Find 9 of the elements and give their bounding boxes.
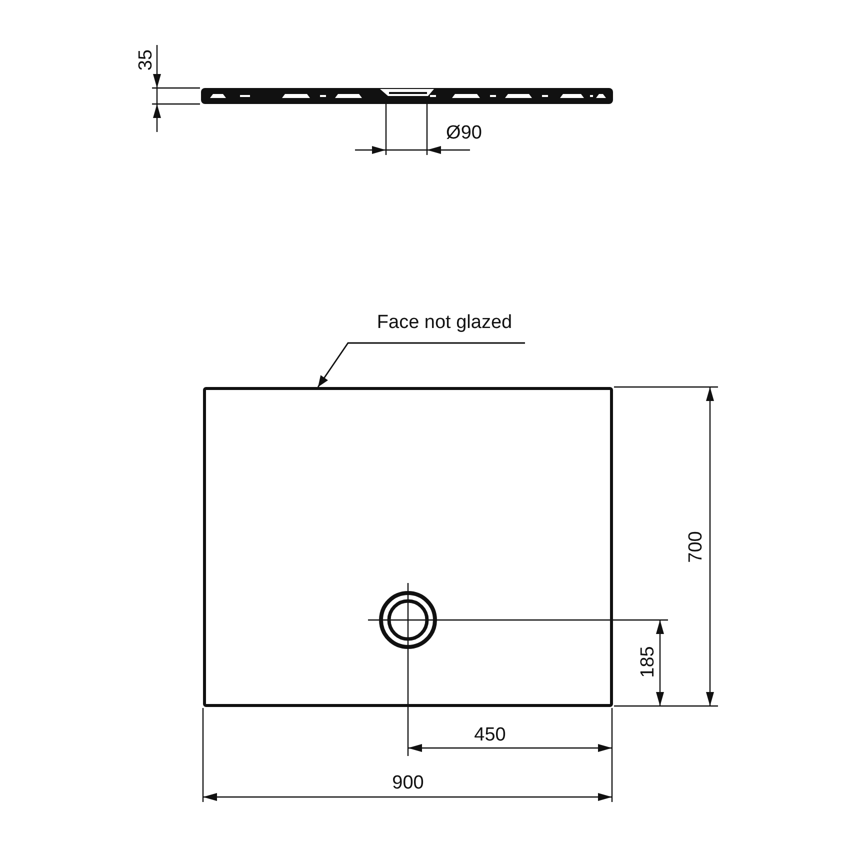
shower-tray-outline [203,387,613,707]
dimension-label: 450 [474,726,506,744]
dimension-label: Ø90 [446,124,482,142]
dimension-label: 185 [638,646,658,678]
dimension-label: 35 [136,49,156,71]
note-text: Face not glazed [376,312,512,334]
leader-line [317,342,525,388]
dimension-label: 900 [392,774,424,792]
dimension-label: 700 [686,531,706,563]
